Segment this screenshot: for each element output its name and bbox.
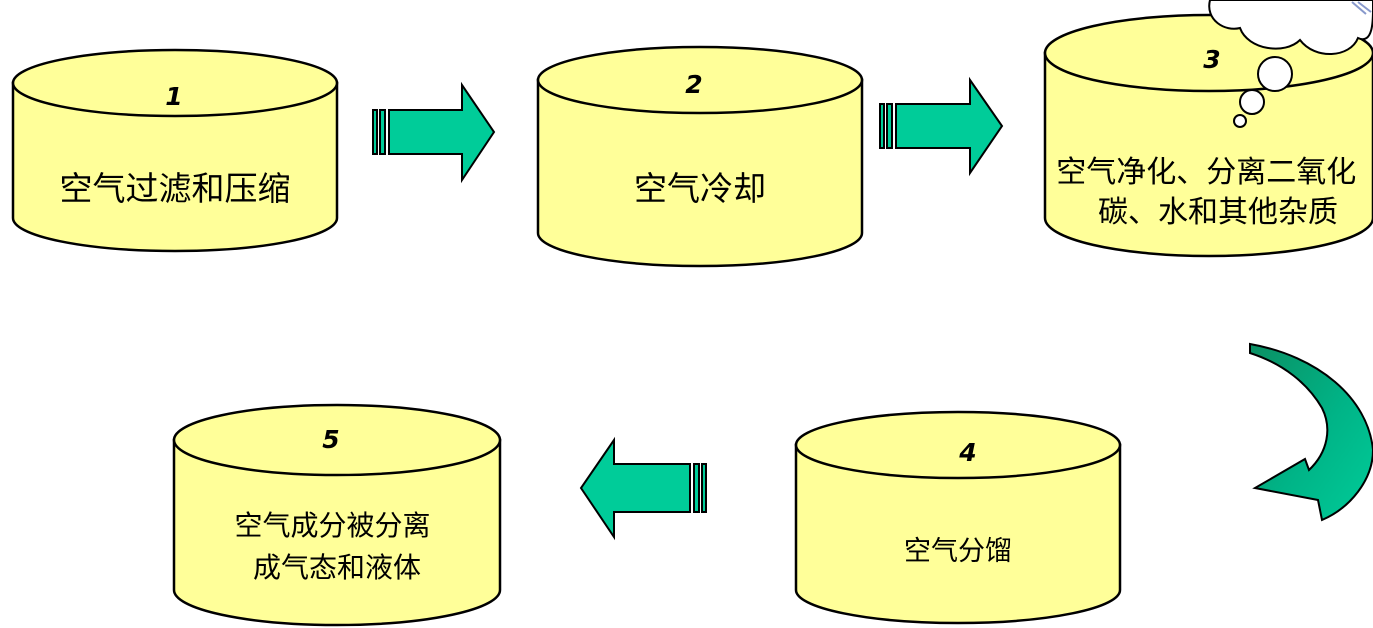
thought-cloud-icon — [1208, 0, 1373, 128]
step-4-cylinder: 4 空气分馏 — [794, 410, 1122, 625]
step-5-number: 5 — [322, 425, 339, 454]
step-1-number: 1 — [165, 82, 182, 111]
step-1-label: 空气过滤和压缩 — [60, 169, 291, 208]
block-arrow-right-icon — [879, 76, 1004, 177]
step-4-label: 空气分馏 — [904, 536, 1012, 567]
block-arrow-right-icon — [372, 81, 496, 184]
step-2-cylinder: 2 空气冷却 — [536, 45, 864, 268]
curved-arrow-down-icon — [1249, 342, 1373, 522]
block-arrow-left-icon — [579, 436, 707, 541]
step-5-cylinder: 5 空气成分被分离 成气态和液体 — [172, 403, 502, 627]
step-2-number: 2 — [685, 70, 702, 99]
step-5-label: 空气成分被分离 成气态和液体 — [235, 509, 440, 584]
step-3-label: 空气净化、分离二氧化 碳、水和其他杂质 — [1056, 155, 1366, 230]
step-1-cylinder: 1 空气过滤和压缩 — [11, 48, 339, 253]
step-3-number: 3 — [1203, 45, 1220, 74]
step-4-number: 4 — [958, 438, 976, 467]
step-2-label: 空气冷却 — [634, 169, 766, 208]
